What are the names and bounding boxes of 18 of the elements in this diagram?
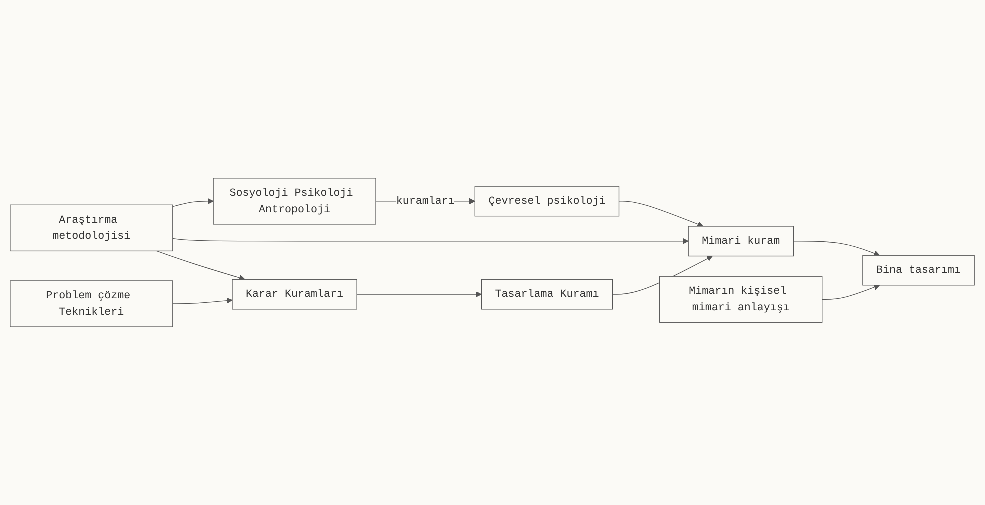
arrow [156, 250, 246, 281]
node-box: Çevresel psikoloji [474, 186, 620, 216]
node-box: Bina tasarımı [862, 255, 975, 286]
node-box: Problem çözme Teknikleri [10, 280, 174, 328]
node-box: Mimari kuram [688, 226, 794, 256]
arrow [172, 238, 689, 244]
node-box: Araştırma metodolojisi [10, 204, 174, 252]
edge-label: kuramları [396, 195, 455, 208]
arrow [172, 298, 233, 304]
arrow [172, 198, 214, 207]
arrow [356, 291, 482, 298]
node-box: Tasarlama Kuramı [481, 279, 614, 310]
node-box: Karar Kuramları [232, 279, 358, 310]
arrow [822, 284, 880, 300]
node-box: Mimarın kişisel mimari anlayışı [660, 276, 823, 323]
arrow [793, 240, 880, 256]
arrow [618, 200, 704, 228]
node-box: Sosyoloji Psikoloji Antropoloji [213, 178, 376, 225]
